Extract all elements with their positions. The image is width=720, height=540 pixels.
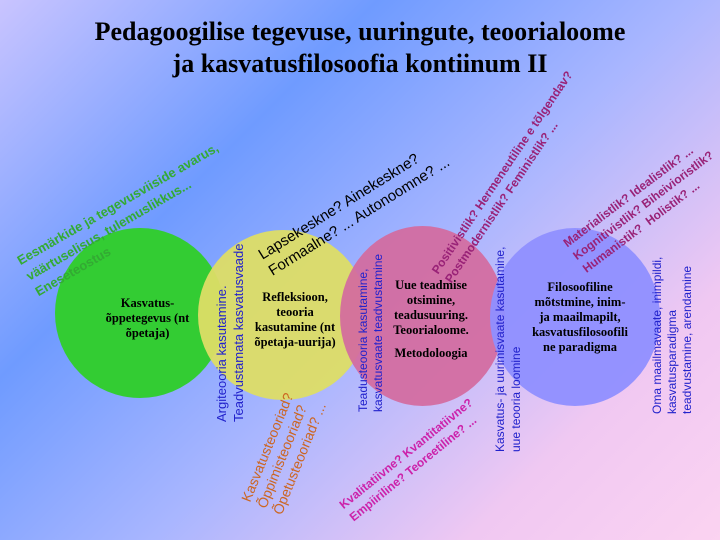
label-everyday-theory: Argiteooria kasutamine. Teadvustamata ka… (214, 243, 246, 423)
label-materialist: Materialistlik? Idealistlik? ... Kogniti… (560, 143, 717, 276)
slide-title: Pedagoogilise tegevuse, uuringute, teoor… (20, 16, 700, 80)
circle-reflection-text: Refleksioon, teooria kasutamine (nt õpet… (254, 290, 336, 349)
title-line-1: Pedagoogilise tegevuse, uuringute, teoor… (94, 17, 626, 46)
circle-philosophy-text: Filosoofiline mõtstmine, inim- ja maailm… (532, 280, 628, 354)
label-research-view: Kasvatus- ja uurimisvaate kasutamine, uu… (493, 246, 523, 452)
circle-philosophy (490, 228, 660, 406)
label-scientific-theory: Teadusteooria kasutamine, kasvatusvaate … (356, 253, 385, 412)
circle-research (340, 226, 505, 406)
label-qualitative: Kvalitatiivne? Kvantitatiivne? Empiirili… (336, 395, 480, 525)
title-line-2: ja kasvatusfilosoofia kontiinum II (172, 49, 548, 78)
circle-reflection (198, 230, 368, 400)
circle-teaching (55, 228, 225, 398)
label-theories: Kasvatusteooriad? Õppimisteooriad? Õpetu… (238, 390, 329, 517)
circle-research-text: Uue teadmise otsimine, teadusuuring. Teo… (393, 278, 469, 337)
circle-research-subtext: Metodoloogia (394, 346, 468, 360)
circle-teaching-text: Kasvatus- õppetegevus (nt õpetaja) (105, 296, 190, 340)
label-worldview: Oma maailmavaate, inimpildi, kasvatuspar… (650, 256, 694, 414)
